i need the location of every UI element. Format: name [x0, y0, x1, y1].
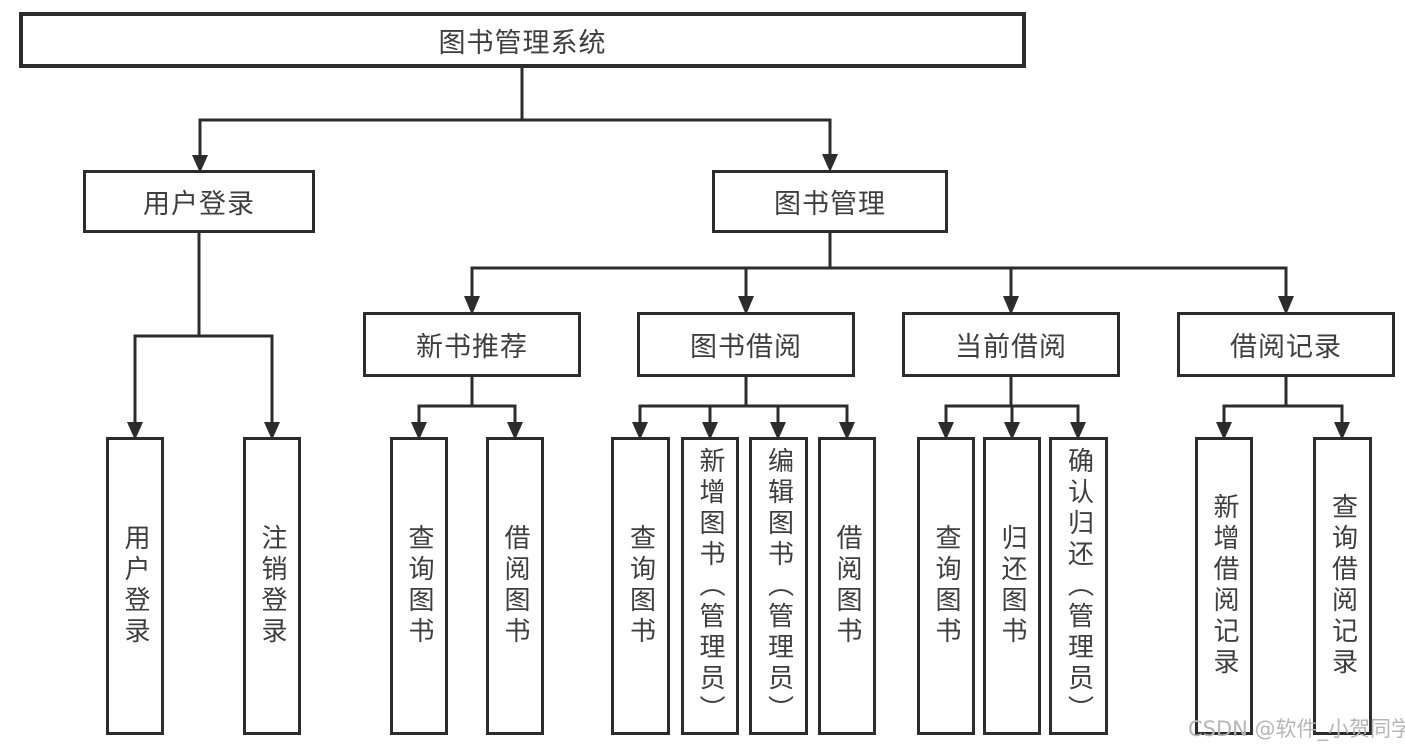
leaf-query-books-borrow: 查询图书: [611, 437, 670, 735]
leaf-user-login: 用户登录: [106, 437, 164, 735]
node-user-login: 用户登录: [83, 170, 315, 233]
leaf-add-books-admin-label: 新增图书（管理员）: [695, 446, 725, 726]
connector-root: [192, 68, 838, 173]
leaf-user-login-label: 用户登录: [120, 524, 150, 648]
connector-book-borrowing: [632, 377, 855, 440]
leaf-add-borrow-record: 新增借阅记录: [1195, 437, 1253, 735]
leaf-add-books-admin: 新增图书（管理员）: [681, 437, 739, 735]
node-book-borrowing: 图书借阅: [637, 312, 855, 377]
leaf-borrow-books: 借阅图书: [818, 437, 876, 735]
node-library-system: 图书管理系统: [19, 12, 1026, 68]
node-current-borrowing-label: 当前借阅: [955, 332, 1067, 363]
connector-new-book-recommend: [411, 377, 523, 440]
leaf-query-borrow-record: 查询借阅记录: [1313, 437, 1372, 735]
leaf-query-books-current-label: 查询图书: [931, 524, 961, 648]
connector-user-login: [127, 233, 280, 440]
leaf-edit-books-admin-label: 编辑图书（管理员）: [763, 446, 794, 726]
leaf-query-borrow-record-label: 查询借阅记录: [1327, 493, 1358, 679]
leaf-return-books-label: 归还图书: [997, 524, 1027, 648]
connector-current-borrowing: [938, 377, 1086, 440]
leaf-query-books-current: 查询图书: [917, 437, 975, 735]
node-book-management: 图书管理: [712, 170, 948, 233]
node-library-system-label: 图书管理系统: [438, 27, 607, 59]
leaf-query-books-recommend: 查询图书: [390, 437, 448, 735]
node-new-book-recommend: 新书推荐: [363, 312, 581, 377]
leaf-edit-books-admin: 编辑图书（管理员）: [749, 437, 808, 735]
leaf-borrow-books-recommend-label: 借阅图书: [500, 524, 530, 648]
connector-book-management: [464, 233, 1294, 315]
leaf-query-books-borrow-label: 查询图书: [625, 524, 656, 648]
leaf-confirm-return-admin-label: 确认归还（管理员）: [1063, 446, 1094, 726]
leaf-add-borrow-record-label: 新增借阅记录: [1209, 493, 1239, 679]
leaf-logout-label: 注销登录: [257, 524, 287, 648]
leaf-confirm-return-admin: 确认归还（管理员）: [1049, 437, 1108, 735]
node-user-login-label: 用户登录: [143, 189, 255, 220]
connector-borrowing-records: [1216, 377, 1350, 440]
leaf-borrow-books-recommend: 借阅图书: [486, 437, 544, 735]
node-current-borrowing: 当前借阅: [902, 312, 1120, 377]
node-book-management-label: 图书管理: [774, 189, 886, 220]
leaf-borrow-books-label: 借阅图书: [832, 524, 862, 648]
leaf-return-books: 归还图书: [983, 437, 1041, 735]
node-new-book-recommend-label: 新书推荐: [416, 332, 528, 363]
node-borrowing-records: 借阅记录: [1177, 312, 1395, 377]
watermark-text: CSDN @软件_小贺同学: [1188, 717, 1405, 741]
node-book-borrowing-label: 图书借阅: [690, 332, 802, 363]
leaf-query-books-recommend-label: 查询图书: [404, 524, 434, 648]
node-borrowing-records-label: 借阅记录: [1230, 332, 1342, 363]
leaf-logout: 注销登录: [243, 437, 301, 735]
